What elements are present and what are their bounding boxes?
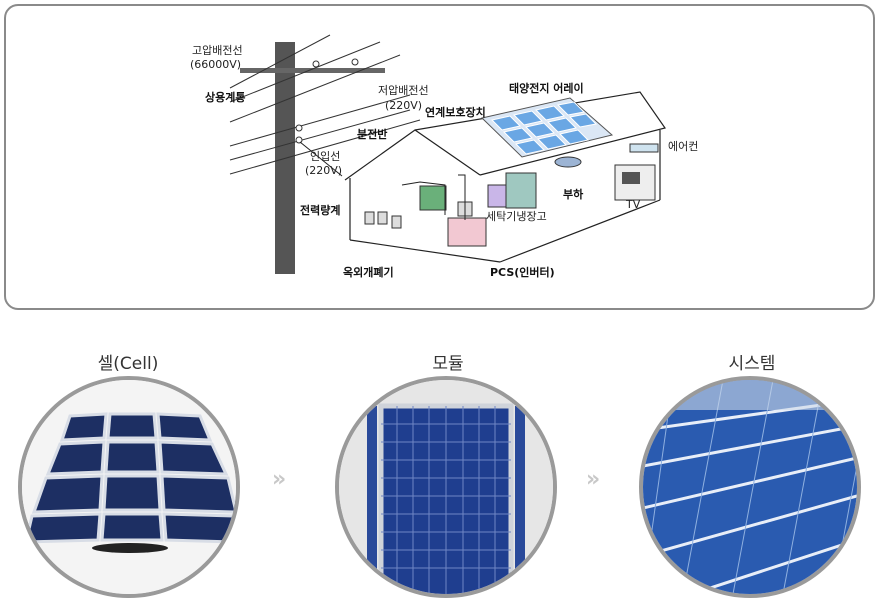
label-panel-board: 분전반 (357, 128, 387, 141)
air-conditioner-icon (630, 144, 658, 152)
stage-title-system: 시스템 (652, 349, 852, 374)
solar-array (482, 98, 612, 157)
label-tv: TV (626, 198, 640, 211)
cell-image (18, 376, 240, 598)
label-solar-array: 태양전지 어레이 (509, 82, 584, 95)
label-power-meter: 전력량계 (300, 204, 340, 217)
lamp-icon (555, 157, 581, 167)
label-service-entrance: 인입선 (310, 150, 340, 163)
pcs-inverter-icon (448, 218, 486, 246)
label-commercial-grid: 상용계통 (205, 91, 245, 104)
arrow-icon: » (586, 467, 595, 492)
label-high-voltage-line: 고압배전선 (192, 44, 243, 57)
power-meter-icon (365, 212, 401, 228)
label-pcs: PCS(인버터) (490, 266, 555, 279)
system-image (639, 376, 861, 598)
label-outdoor-switch: 옥외개폐기 (343, 266, 394, 279)
label-load: 부하 (563, 188, 583, 201)
label-low-voltage-value: (220V) (385, 99, 422, 112)
label-washer-fridge: 세탁기냉장고 (486, 210, 547, 223)
label-grid-protection: 연계보호장치 (425, 106, 486, 119)
label-service-entrance-value: (220V) (305, 164, 342, 177)
stage-title-module: 모듈 (348, 349, 548, 374)
insulator (352, 59, 358, 65)
panel-board-icon (420, 186, 446, 210)
label-high-voltage-value: (66000V) (190, 58, 241, 71)
stage-title-cell: 셀(Cell) (28, 349, 228, 374)
label-air-conditioner: 에어컨 (668, 140, 698, 153)
solar-system-diagram (0, 0, 881, 310)
fridge-icon (506, 173, 536, 208)
arrow-icon: » (272, 467, 281, 492)
label-low-voltage-line: 저압배전선 (378, 84, 429, 97)
insulator (313, 61, 319, 67)
module-image (335, 376, 557, 598)
